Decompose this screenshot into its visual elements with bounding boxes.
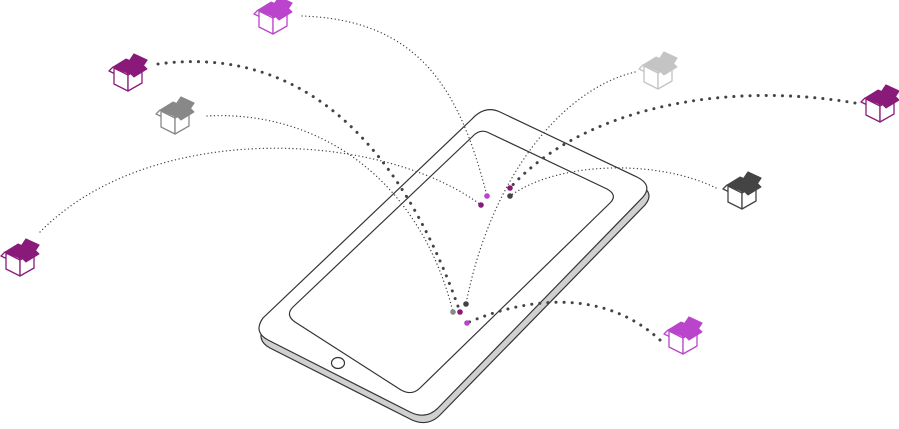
endpoint-dot bbox=[484, 193, 490, 199]
package-box-icon bbox=[638, 51, 678, 90]
home-button-icon bbox=[330, 356, 346, 370]
connection-line bbox=[156, 60, 462, 314]
endpoint-dot bbox=[507, 185, 513, 191]
package-box-icon bbox=[860, 84, 899, 123]
package-box-icon bbox=[663, 316, 703, 355]
endpoint-dot bbox=[457, 309, 463, 315]
connection-line bbox=[206, 115, 454, 313]
endpoint-dot bbox=[478, 202, 484, 208]
screen-endpoints bbox=[450, 185, 513, 326]
endpoint-dot bbox=[464, 320, 470, 326]
connection-line bbox=[301, 15, 488, 197]
connection-line bbox=[39, 147, 482, 233]
package-icons bbox=[0, 0, 899, 355]
tablet-screen bbox=[288, 130, 614, 394]
package-box-icon bbox=[722, 171, 762, 210]
endpoint-dot bbox=[507, 193, 513, 199]
package-box-icon bbox=[0, 238, 40, 277]
package-box-icon bbox=[155, 96, 195, 135]
endpoint-dot bbox=[450, 309, 456, 315]
package-box-icon bbox=[108, 53, 148, 92]
tablet-icon bbox=[258, 109, 650, 424]
endpoint-dot bbox=[463, 301, 469, 307]
package-box-icon bbox=[253, 0, 293, 35]
connection-lines bbox=[39, 15, 857, 342]
